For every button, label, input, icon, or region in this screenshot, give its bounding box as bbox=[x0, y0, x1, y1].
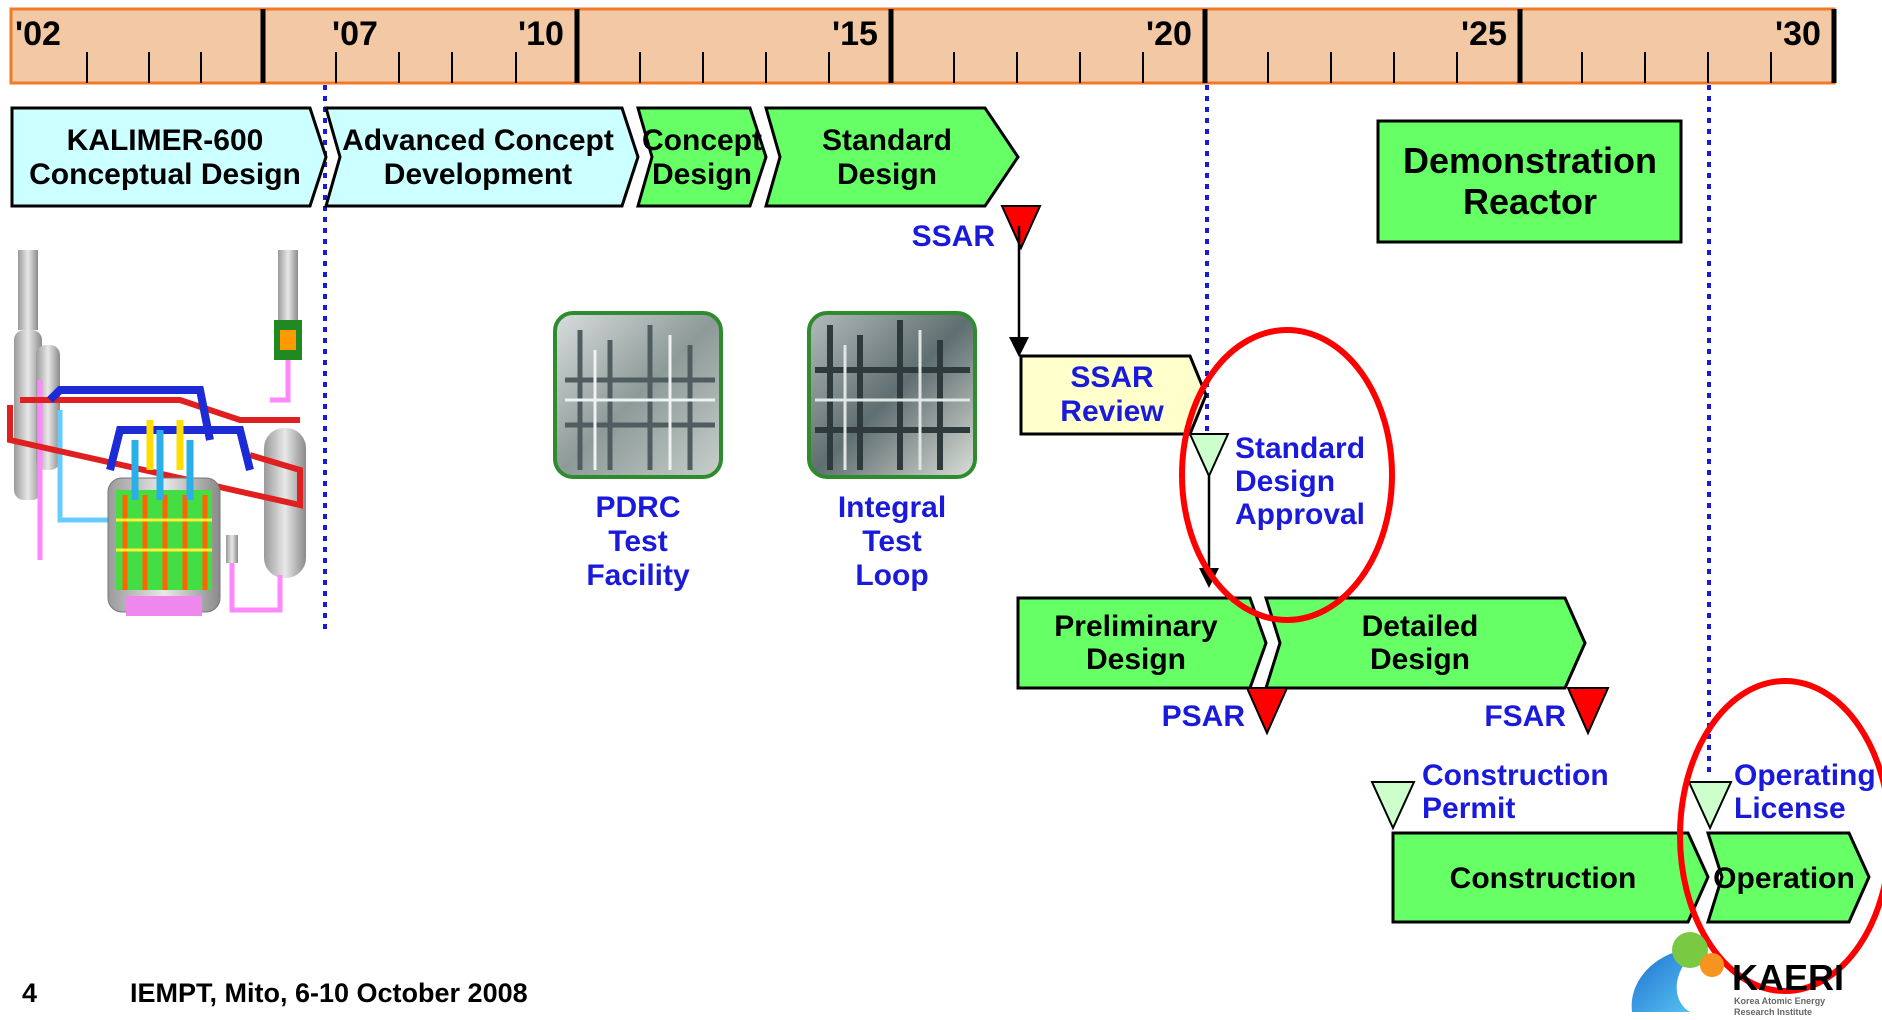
svg-text:Advanced Concept: Advanced Concept bbox=[342, 124, 614, 157]
pdrc-photo bbox=[553, 311, 723, 479]
psar-label: PSAR bbox=[1162, 700, 1246, 733]
conference-label: IEMPT, Mito, 6-10 October 2008 bbox=[130, 978, 528, 1008]
svg-text:Detailed: Detailed bbox=[1362, 610, 1479, 643]
timeline-bar: '02 '07 '10 '15 '20 '25 '30 bbox=[9, 7, 1837, 85]
svg-text:Test: Test bbox=[862, 525, 921, 558]
ssar-marker bbox=[1000, 205, 1042, 251]
svg-text:Test: Test bbox=[608, 525, 667, 558]
year-label-15: '15 bbox=[832, 15, 878, 53]
svg-text:KALIMER-600: KALIMER-600 bbox=[67, 124, 264, 157]
year-label-20: '20 bbox=[1146, 15, 1192, 53]
year-label-30: '30 bbox=[1775, 15, 1821, 53]
phase-ssar-review: SSAR Review bbox=[1019, 354, 1208, 436]
phase-concept-design: Concept Design bbox=[636, 106, 768, 208]
svg-text:Design: Design bbox=[652, 158, 752, 191]
kaeri-logo-subtitle-1: Korea Atomic Energy bbox=[1734, 996, 1825, 1006]
phase-advanced-concept: Advanced Concept Development bbox=[324, 106, 640, 208]
svg-text:Operation: Operation bbox=[1713, 862, 1855, 895]
svg-text:Review: Review bbox=[1060, 395, 1164, 428]
svg-text:Facility: Facility bbox=[586, 559, 690, 592]
integral-loop-photo bbox=[807, 311, 977, 479]
phase-detailed-design: Detailed Design bbox=[1263, 596, 1587, 690]
svg-text:Approval: Approval bbox=[1235, 498, 1365, 531]
svg-text:License: License bbox=[1734, 792, 1846, 825]
svg-text:Development: Development bbox=[384, 158, 572, 191]
kaeri-logo: KAERI Korea Atomic Energy Research Insti… bbox=[1631, 932, 1844, 1017]
standard-design-approval-label: Standard Design Approval bbox=[1235, 432, 1365, 531]
svg-text:Integral: Integral bbox=[838, 491, 946, 524]
svg-text:Construction: Construction bbox=[1422, 759, 1609, 792]
psar-marker bbox=[1245, 687, 1289, 736]
svg-text:SSAR: SSAR bbox=[1070, 361, 1154, 394]
construction-permit-marker bbox=[1370, 781, 1416, 831]
highlight-circle-operation bbox=[1677, 678, 1882, 994]
svg-text:PDRC: PDRC bbox=[595, 491, 680, 524]
year-label-25: '25 bbox=[1461, 15, 1507, 53]
svg-text:Demonstration: Demonstration bbox=[1403, 140, 1657, 181]
phase-demonstration-reactor: Demonstration Reactor bbox=[1376, 119, 1683, 244]
phase-preliminary-design: Preliminary Design bbox=[1016, 596, 1268, 690]
year-label-02: '02 bbox=[15, 15, 61, 53]
fsar-marker bbox=[1566, 687, 1610, 736]
phase-kalimer: KALIMER-600 Conceptual Design bbox=[10, 106, 328, 208]
construction-permit-label: Construction Permit bbox=[1422, 759, 1609, 825]
svg-text:Permit: Permit bbox=[1422, 792, 1515, 825]
phase-construction: Construction bbox=[1391, 831, 1710, 924]
svg-text:Operating: Operating bbox=[1734, 759, 1876, 792]
svg-text:Design: Design bbox=[1235, 465, 1335, 498]
svg-text:Reactor: Reactor bbox=[1463, 181, 1597, 222]
pdrc-label: PDRC Test Facility bbox=[586, 491, 690, 592]
svg-text:Construction: Construction bbox=[1450, 862, 1637, 895]
highlight-circle-approval bbox=[1179, 327, 1395, 623]
approval-marker bbox=[1188, 433, 1230, 479]
reference-lines bbox=[323, 85, 1711, 775]
svg-text:Standard: Standard bbox=[1235, 432, 1365, 465]
svg-text:Standard: Standard bbox=[822, 124, 952, 157]
svg-text:Preliminary: Preliminary bbox=[1054, 610, 1218, 643]
svg-text:Concept: Concept bbox=[642, 124, 762, 157]
operating-license-label: Operating License bbox=[1734, 759, 1876, 825]
integral-loop-label: Integral Test Loop bbox=[838, 491, 946, 592]
year-label-10: '10 bbox=[518, 15, 564, 53]
operating-license-marker bbox=[1687, 781, 1733, 831]
reactor-illustration bbox=[7, 250, 306, 616]
kaeri-logo-subtitle-2: Research Institute bbox=[1734, 1007, 1812, 1017]
page-number: 4 bbox=[22, 978, 37, 1008]
fsar-label: FSAR bbox=[1484, 700, 1566, 733]
year-label-07: '07 bbox=[332, 15, 378, 53]
phase-operation: Operation bbox=[1705, 831, 1871, 924]
svg-text:Design: Design bbox=[1370, 643, 1470, 676]
svg-text:Loop: Loop bbox=[855, 559, 928, 592]
kaeri-logo-name: KAERI bbox=[1732, 957, 1844, 998]
ssar-label: SSAR bbox=[912, 220, 996, 253]
svg-text:Conceptual Design: Conceptual Design bbox=[29, 158, 301, 191]
svg-text:Design: Design bbox=[1086, 643, 1186, 676]
phase-standard-design: Standard Design bbox=[764, 106, 1020, 208]
svg-text:Design: Design bbox=[837, 158, 937, 191]
